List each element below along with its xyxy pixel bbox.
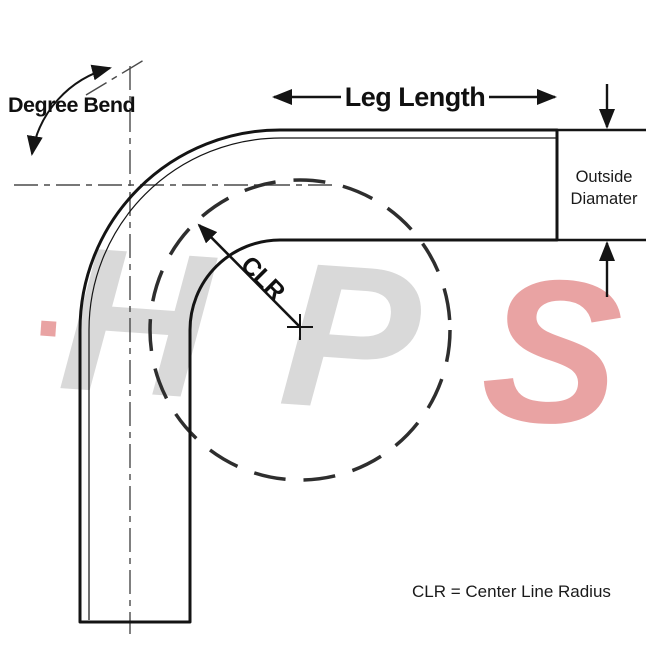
center-cross-mark: [287, 314, 313, 340]
watermark-letters: H P S: [54, 203, 636, 471]
watermark-letter-p: P: [274, 219, 428, 457]
clr-radius-arrow: [197, 223, 301, 328]
degree-angle-reference-line: [85, 59, 145, 96]
clr-legend-text: CLR = Center Line Radius: [412, 582, 611, 601]
clr-circle: [148, 178, 452, 482]
outside-diameter-label-line1: Outside: [576, 168, 633, 186]
tube-wall-line: [88, 137, 557, 620]
watermark-letter-h: H: [54, 203, 226, 442]
watermark-red-mark: [40, 320, 57, 337]
tube-outline: [78, 128, 559, 624]
degree-bend-label: Degree Bend: [8, 93, 135, 117]
hps-watermark: H P S: [40, 203, 636, 471]
outside-diameter-label-line2: Diamater: [571, 190, 638, 208]
degree-bend-arc-arrow: [26, 64, 112, 156]
watermark-letter-s: S: [476, 233, 636, 472]
outside-diameter-dimension: [557, 84, 646, 297]
leg-length-label: Leg Length: [345, 82, 485, 112]
